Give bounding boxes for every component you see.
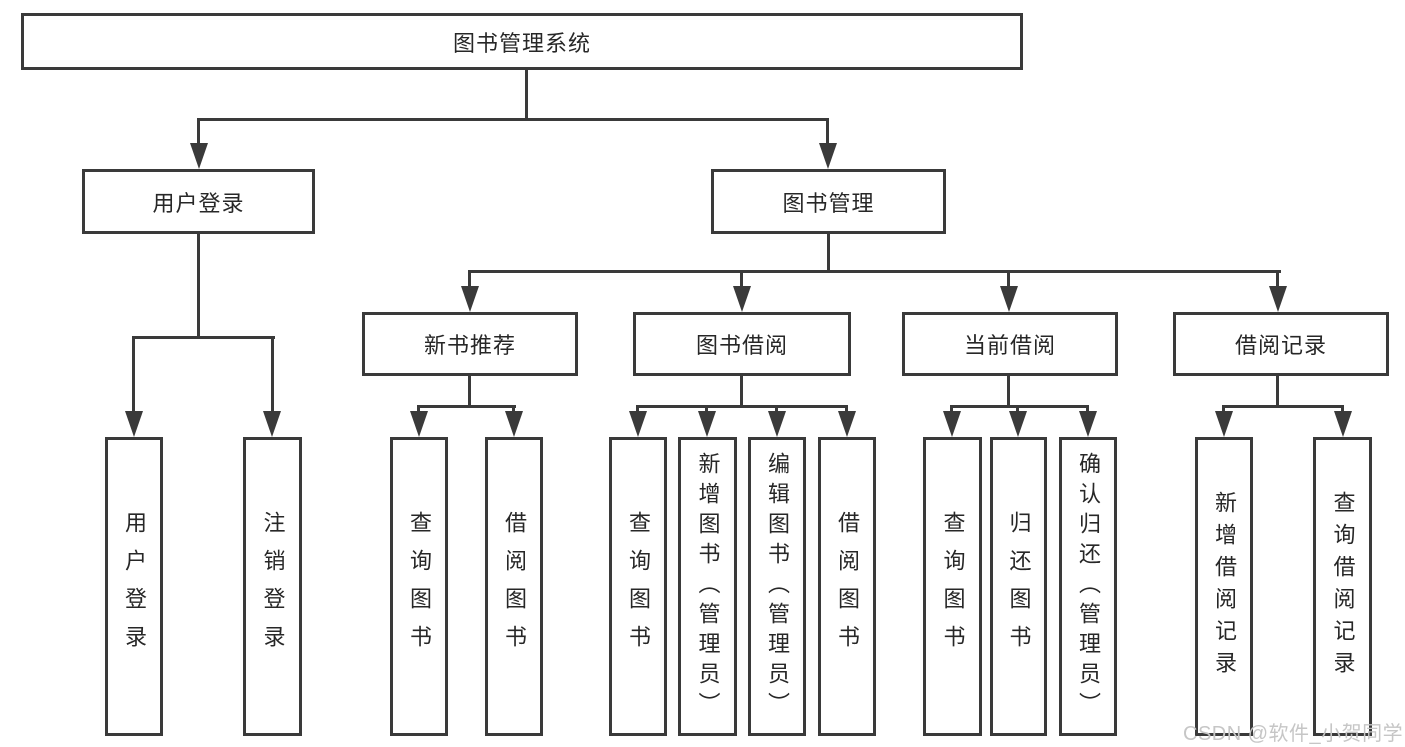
arrow-down-icon: [1000, 286, 1018, 312]
node-book-borrow: 图书借阅: [633, 312, 851, 376]
node-user-login-label: 用户登录: [152, 190, 245, 216]
leaf-label: 归还图书: [1006, 510, 1032, 663]
connector-borrow-record-split: [1222, 405, 1344, 408]
connector-book-mgmt-split: [469, 270, 1281, 273]
connector-root-trunk: [525, 70, 528, 120]
connector-to-book-borrow: [740, 270, 743, 292]
node-book-mgmt: 图书管理: [711, 169, 946, 234]
leaf-borrow-books: 借阅图书: [818, 437, 876, 736]
arrow-down-icon: [1009, 411, 1027, 437]
node-book-mgmt-label: 图书管理: [782, 190, 875, 216]
connector-current-borrow-trunk: [1007, 376, 1010, 407]
leaf-label: 查询图书: [940, 510, 966, 663]
leaf-label: 借阅图书: [502, 510, 527, 663]
leaf-logout: 注销登录: [243, 437, 302, 736]
node-borrow-record: 借阅记录: [1173, 312, 1389, 376]
connector-user-login-trunk: [197, 234, 200, 338]
leaf-borrow-books-recommend: 借阅图书: [485, 437, 543, 736]
leaf-label: 新增图书（管理员）: [695, 451, 721, 722]
arrow-down-icon: [1334, 411, 1352, 437]
arrow-down-icon: [943, 411, 961, 437]
leaf-query-books-recommend: 查询图书: [390, 437, 448, 736]
connector-borrow-record-trunk: [1276, 376, 1279, 407]
csdn-watermark: CSDN @软件_小贺同学: [1183, 723, 1404, 745]
node-borrow-record-label: 借阅记录: [1234, 333, 1327, 358]
connector-book-borrow-trunk: [740, 376, 743, 407]
arrow-down-icon: [410, 411, 428, 437]
connector-book-mgmt-trunk: [827, 234, 830, 273]
arrow-down-icon: [263, 411, 281, 437]
arrow-down-icon: [819, 143, 837, 169]
leaf-user-login: 用户登录: [105, 437, 163, 736]
leaf-label: 注销登录: [260, 510, 286, 663]
connector-to-book-mgmt: [826, 118, 829, 148]
node-root-label: 图书管理系统: [452, 30, 591, 56]
leaf-add-borrow-record: 新增借阅记录: [1195, 437, 1253, 736]
node-root-system: 图书管理系统: [21, 13, 1023, 70]
connector-to-current-borrow: [1007, 270, 1010, 292]
leaf-label: 查询借阅记录: [1330, 490, 1356, 683]
leaf-query-borrow-record: 查询借阅记录: [1313, 437, 1372, 736]
connector-to-leaf-login: [132, 336, 135, 416]
connector-new-book-rec-trunk: [468, 376, 471, 407]
arrow-down-icon: [1079, 411, 1097, 437]
arrow-down-icon: [190, 143, 208, 169]
leaf-query-books-borrow: 查询图书: [609, 437, 667, 736]
leaf-return-books: 归还图书: [990, 437, 1047, 736]
leaf-confirm-return-admin: 确认归还（管理员）: [1059, 437, 1117, 736]
leaf-label: 查询图书: [626, 510, 651, 663]
connector-user-login-split: [133, 336, 275, 339]
leaf-label: 新增借阅记录: [1212, 490, 1237, 683]
arrow-down-icon: [733, 286, 751, 312]
connector-to-borrow-record: [1276, 270, 1279, 292]
arrow-down-icon: [461, 286, 479, 312]
arrow-down-icon: [838, 411, 856, 437]
node-user-login: 用户登录: [82, 169, 315, 234]
leaf-label: 确认归还（管理员）: [1076, 451, 1101, 722]
arrow-down-icon: [1215, 411, 1233, 437]
node-new-book-recommend: 新书推荐: [362, 312, 578, 376]
connector-to-user-login: [197, 118, 200, 148]
leaf-label: 用户登录: [122, 510, 147, 663]
connector-to-leaf-logout: [271, 336, 274, 416]
leaf-label: 借阅图书: [835, 510, 860, 663]
arrow-down-icon: [505, 411, 523, 437]
arrow-down-icon: [125, 411, 143, 437]
leaf-query-books-current: 查询图书: [923, 437, 982, 736]
connector-current-borrow-split: [950, 405, 1089, 408]
node-current-borrow: 当前借阅: [902, 312, 1118, 376]
connector-to-new-book-rec: [468, 270, 471, 292]
node-new-book-recommend-label: 新书推荐: [423, 333, 516, 358]
arrow-down-icon: [768, 411, 786, 437]
connector-root-split: [198, 118, 829, 121]
leaf-add-books-admin: 新增图书（管理员）: [678, 437, 737, 736]
arrow-down-icon: [1269, 286, 1287, 312]
arrow-down-icon: [629, 411, 647, 437]
leaf-edit-books-admin: 编辑图书（管理员）: [748, 437, 806, 736]
leaf-label: 查询图书: [407, 510, 432, 663]
arrow-down-icon: [698, 411, 716, 437]
node-current-borrow-label: 当前借阅: [963, 333, 1056, 358]
connector-new-book-rec-split: [417, 405, 516, 408]
leaf-label: 编辑图书（管理员）: [765, 451, 790, 722]
connector-book-borrow-split: [636, 405, 848, 408]
node-book-borrow-label: 图书借阅: [695, 333, 788, 358]
